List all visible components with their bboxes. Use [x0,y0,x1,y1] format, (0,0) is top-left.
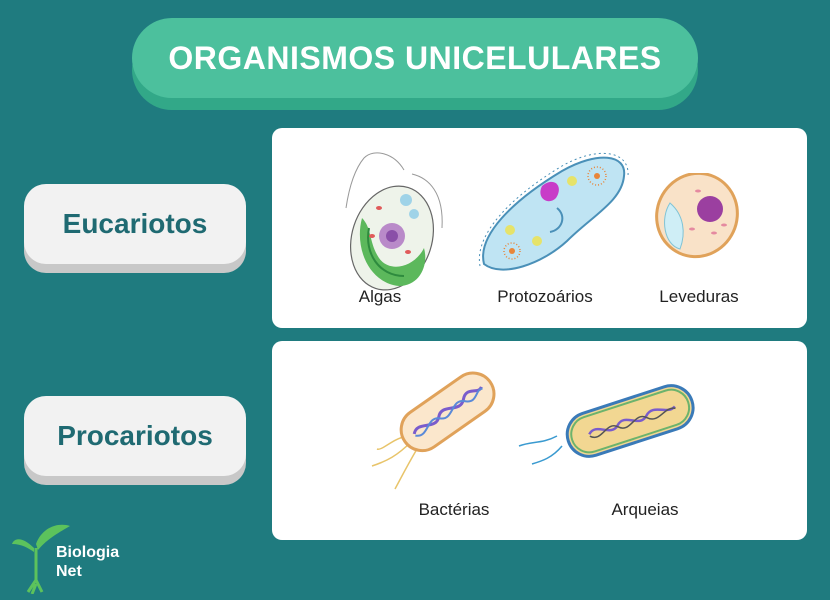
example-label-archaea: Arqueias [611,500,679,519]
page-title: ORGANISMOS UNICELULARES [168,39,662,76]
category-eukaryotes-label: Eucariotos [62,208,208,239]
category-face: Procariotos [24,396,246,476]
category-prokaryotes-label: Procariotos [57,420,213,451]
logo-text-line2: Net [56,563,82,580]
bacterium-illustration [371,371,496,490]
title-banner: ORGANISMOS UNICELULARES [132,18,698,110]
example-label-bacteria: Bactérias [418,500,490,519]
eukaryote-panel: Algas Protozoários Leveduras [272,128,807,328]
alga-illustration [345,152,443,291]
category-face: Eucariotos [24,184,246,264]
title-banner-face: ORGANISMOS UNICELULARES [132,18,698,98]
sprout-icon [12,524,70,594]
example-label-algae: Algas [358,287,402,306]
example-label-yeast: Leveduras [659,287,739,306]
biologianet-logo: Biologia Net [12,518,122,594]
prokaryote-panel: Bactérias Arqueias [272,341,807,540]
example-label-protozoa: Protozoários [497,287,593,306]
archaea-illustration [518,384,695,465]
category-prokaryotes: Procariotos [24,396,246,485]
logo-text-line1: Biologia [56,544,120,561]
yeast-illustration [655,173,739,259]
protozoa-illustration [478,152,629,271]
category-eukaryotes: Eucariotos [24,184,246,273]
